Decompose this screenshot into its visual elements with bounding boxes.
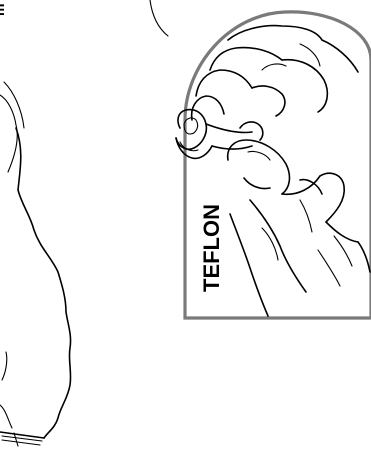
callout-pointer-line — [150, 0, 168, 36]
edge-text-fragment: m — [0, 4, 7, 16]
wall-surface-drawing — [0, 82, 71, 446]
teflon-label: TEFLON — [199, 204, 224, 292]
